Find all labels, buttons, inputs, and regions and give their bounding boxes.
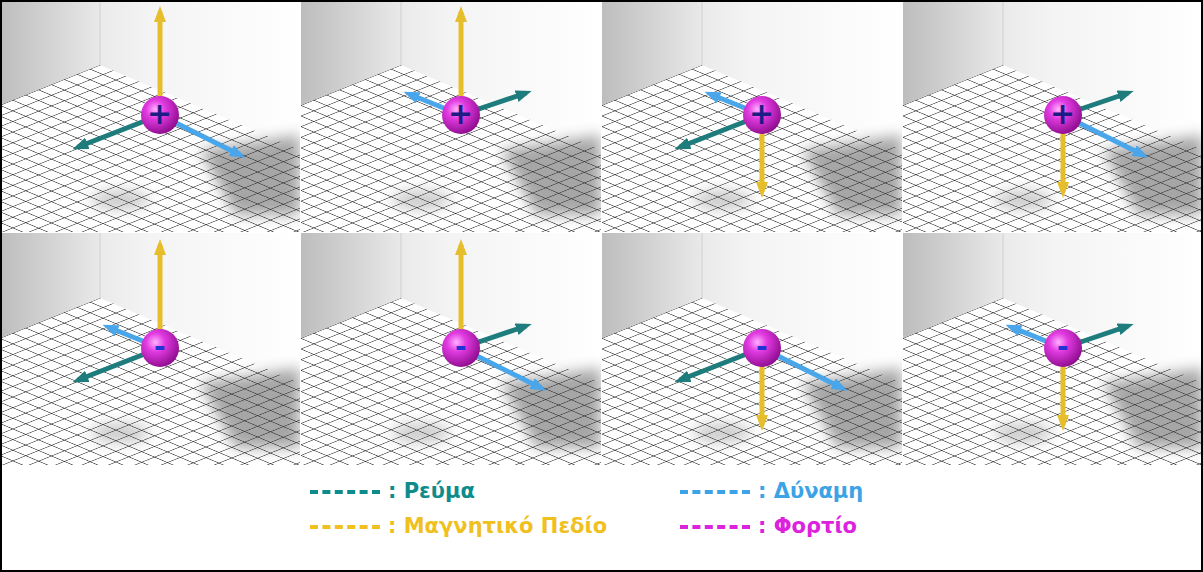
vector-panel — [680, 94, 781, 192]
legend-text: : Μαγνητικό Πεδίο — [388, 514, 607, 539]
charge-sign: + — [749, 99, 774, 129]
legend-entry: : Ρεύμα — [310, 479, 475, 504]
vector-panel — [442, 245, 541, 388]
legend-entry: : Φορτίο — [680, 514, 857, 539]
vector-panel — [78, 12, 240, 155]
charge-sign: + — [1050, 99, 1075, 129]
vector-panel — [78, 245, 179, 380]
vector-panel — [1044, 93, 1143, 192]
charge-sign: - — [455, 333, 467, 361]
charge-sign: + — [147, 99, 172, 129]
legend-swatch — [310, 525, 380, 529]
legend-text: : Φορτίο — [758, 514, 857, 539]
vector-panel — [680, 329, 842, 425]
charge-sign: - — [1057, 333, 1069, 361]
panel-backgrounds — [0, 0, 1203, 465]
charge-sign: - — [154, 333, 166, 361]
legend-swatch — [680, 490, 750, 494]
legend-swatch — [680, 525, 750, 529]
legend-text: : Ρεύμα — [388, 479, 475, 504]
legend-text: : Δύναμη — [758, 479, 863, 504]
vector-panel — [1011, 326, 1128, 425]
legend-entry: : Μαγνητικό Πεδίο — [310, 514, 607, 539]
charge-sign: - — [756, 333, 768, 361]
legend-entry: : Δύναμη — [680, 479, 863, 504]
legend-swatch — [310, 490, 380, 494]
charge-sign: + — [448, 99, 473, 129]
vector-panel — [409, 12, 526, 134]
